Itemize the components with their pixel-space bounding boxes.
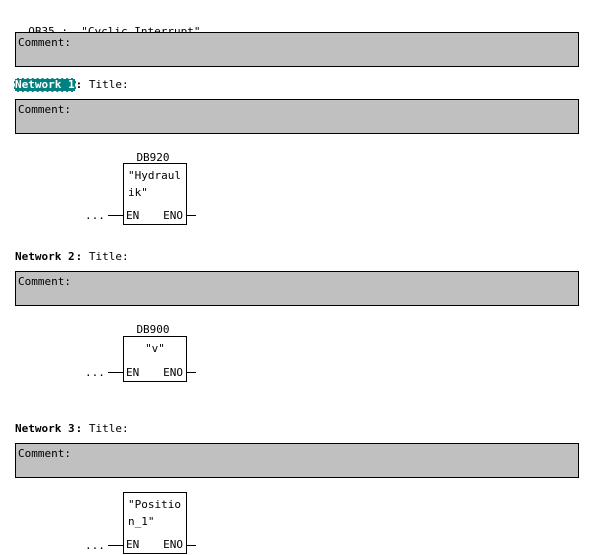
pin-en: EN [126, 366, 140, 379]
comment-label: Comment: [18, 275, 71, 288]
network-2-header[interactable]: Network 2: Title: [14, 250, 129, 264]
network-colon: : [75, 78, 83, 91]
pin-eno: ENO [163, 366, 183, 379]
input-dots[interactable]: ... [85, 539, 105, 552]
en-wire [108, 215, 123, 216]
input-dots[interactable]: ... [85, 209, 105, 222]
network-colon: : [75, 422, 83, 435]
db-label: DB900 [136, 323, 170, 336]
eno-wire [187, 215, 196, 216]
comment-label: Comment: [18, 447, 71, 460]
input-dots[interactable]: ... [85, 366, 105, 379]
network-title[interactable]: Title: [88, 250, 129, 263]
network-3-comment-field[interactable]: Comment: [15, 443, 579, 478]
comment-label: Comment: [18, 36, 71, 49]
eno-wire [187, 545, 196, 546]
network-1-label[interactable]: Network 1 [14, 78, 76, 92]
network-title[interactable]: Title: [88, 422, 129, 435]
network-3-label[interactable]: Network 3 [15, 422, 75, 435]
network-2-label[interactable]: Network 2 [15, 250, 75, 263]
db-label: DB920 [136, 151, 170, 164]
pin-eno: ENO [163, 538, 183, 551]
fb-name: "Hydraul ik" [128, 169, 181, 199]
en-wire [108, 545, 123, 546]
fb-name: "v" [145, 342, 165, 355]
pin-en: EN [126, 209, 140, 222]
pin-en: EN [126, 538, 140, 551]
network-3-header[interactable]: Network 3: Title: [14, 422, 129, 436]
network-2-comment-field[interactable]: Comment: [15, 271, 579, 306]
function-block-hydraulik[interactable]: "Hydraul ik" EN ENO [123, 163, 187, 225]
comment-label: Comment: [18, 103, 71, 116]
pin-eno: ENO [163, 209, 183, 222]
block-comment-field[interactable]: Comment: [15, 32, 579, 67]
function-block-v[interactable]: "v" EN ENO [123, 336, 187, 382]
eno-wire [187, 372, 196, 373]
en-wire [108, 372, 123, 373]
network-1-header[interactable]: Network 1: Title: [14, 78, 129, 92]
network-title[interactable]: Title: [88, 78, 129, 91]
fb-name: "Positio n_1" [128, 498, 181, 528]
function-block-position[interactable]: "Positio n_1" EN ENO [123, 492, 187, 554]
network-colon: : [75, 250, 83, 263]
network-1-comment-field[interactable]: Comment: [15, 99, 579, 134]
